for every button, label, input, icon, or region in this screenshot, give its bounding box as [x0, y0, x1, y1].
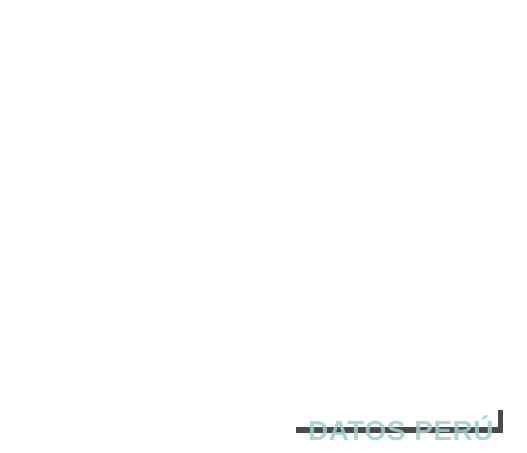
watermark-text: DATOS PERÚ: [308, 415, 494, 446]
watermark-tick-mark: [498, 410, 503, 433]
watermark-underline-bar: [296, 427, 503, 433]
datos-peru-watermark: DATOS PERÚ: [296, 410, 522, 450]
